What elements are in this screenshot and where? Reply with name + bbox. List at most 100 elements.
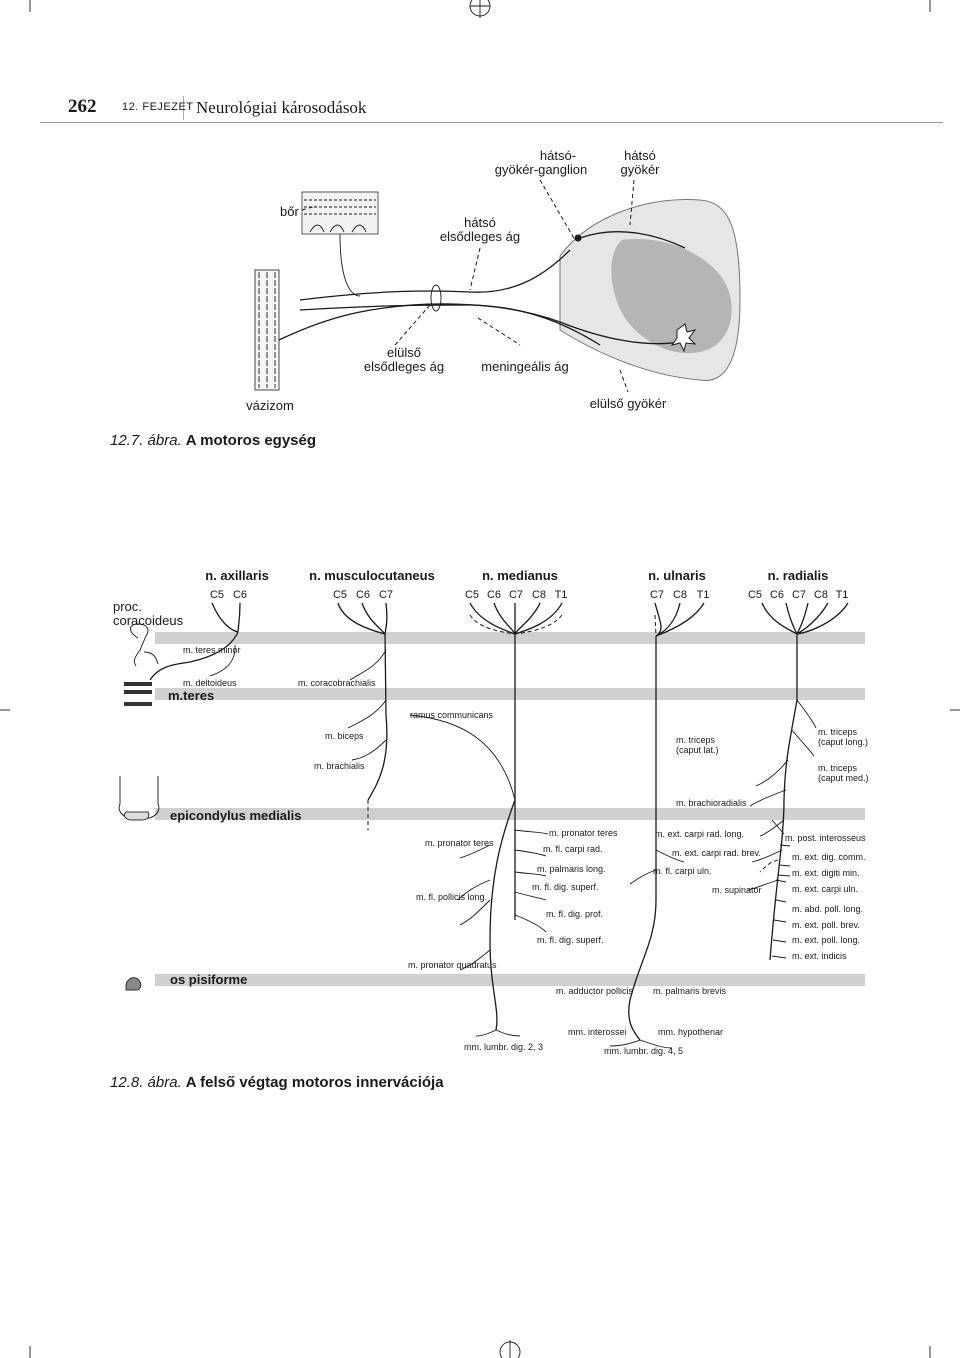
svg-text:m. fl. pollicis long.: m. fl. pollicis long.	[416, 892, 487, 902]
svg-text:m. triceps: m. triceps	[818, 763, 858, 773]
svg-text:mm. hypothenar: mm. hypothenar	[658, 1027, 723, 1037]
label-skin: bőr	[280, 204, 299, 219]
bone-coracoid-1: proc.	[113, 599, 142, 614]
svg-text:C6: C6	[770, 589, 784, 601]
label-dorsal-root-1: hátsó	[624, 148, 656, 163]
svg-text:m. pronator teres: m. pronator teres	[425, 838, 494, 848]
svg-text:C7: C7	[509, 589, 523, 601]
figure-1-title: A motoros egység	[185, 432, 317, 449]
svg-text:mm. interossei: mm. interossei	[568, 1027, 627, 1037]
nerve-axillaris	[149, 602, 241, 681]
chapter-label: 12. FEJEZET	[122, 101, 194, 113]
svg-text:C6: C6	[487, 589, 501, 601]
svg-text:C8: C8	[814, 589, 828, 601]
label-drg-2: gyökér-ganglion	[495, 162, 588, 177]
svg-text:m. ext. carpi rad. long.: m. ext. carpi rad. long.	[655, 829, 744, 839]
svg-text:m. abd. poll. long.: m. abd. poll. long.	[792, 904, 863, 914]
label-meningeal: meningeális ág	[481, 359, 568, 374]
svg-text:m. fl. carpi rad.: m. fl. carpi rad.	[543, 844, 603, 854]
figure-2-title: A felső végtag motoros innervációja	[185, 1074, 444, 1091]
figure-2-caption: 12.8. ábra.A felső végtag motoros innerv…	[110, 1074, 444, 1091]
svg-text:ramus communicans: ramus communicans	[410, 710, 494, 720]
svg-text:m. palmaris long.: m. palmaris long.	[537, 864, 606, 874]
figure1-leaders	[301, 179, 635, 393]
nerve-trunk	[278, 231, 697, 353]
bone-sketches	[118, 623, 160, 991]
nerve-name-axillaris: n. axillaris	[205, 568, 269, 583]
svg-text:C5: C5	[333, 589, 347, 601]
svg-text:m. post. interosseus: m. post. interosseus	[785, 833, 866, 843]
nerve-name-musculocutaneus: n. musculocutaneus	[309, 568, 435, 583]
svg-text:m. ext. carpi uln.: m. ext. carpi uln.	[792, 884, 858, 894]
bone-pisiform: os pisiforme	[170, 972, 247, 987]
label-dorsal-root-2: gyökér	[620, 162, 660, 177]
nerve-name-medianus: n. medianus	[482, 568, 558, 583]
svg-text:C5: C5	[465, 589, 479, 601]
figure-1-caption: 12.7. ábra.A motoros egység	[110, 432, 316, 449]
svg-text:m. biceps: m. biceps	[325, 731, 364, 741]
svg-text:m. fl. carpi uln.: m. fl. carpi uln.	[653, 866, 712, 876]
figure-2-number: 12.8. ábra.	[110, 1074, 182, 1091]
figure-1-number: 12.7. ábra.	[110, 432, 182, 449]
label-ventral-branch-2: elsődleges ág	[364, 359, 444, 374]
svg-text:m. pronator quadratus: m. pronator quadratus	[408, 960, 497, 970]
skin-block	[301, 191, 379, 235]
svg-text:T1: T1	[836, 589, 849, 601]
svg-text:m. triceps: m. triceps	[818, 727, 858, 737]
nerve-musculocutaneus	[337, 602, 388, 830]
svg-text:m. triceps: m. triceps	[676, 735, 716, 745]
svg-text:mm. lumbr. dig. 2, 3: mm. lumbr. dig. 2, 3	[464, 1042, 543, 1052]
chapter-title: Neurológiai károsodások	[196, 98, 367, 117]
svg-text:m. pronator teres: m. pronator teres	[549, 828, 618, 838]
muscle-labels-medianus: m. pronator teres m. fl. pollicis long. …	[408, 828, 618, 1052]
page-number: 262	[68, 96, 97, 117]
bone-epicondyle: epicondylus medialis	[170, 808, 302, 823]
label-ventral-branch-1: elülső	[387, 345, 421, 360]
svg-text:m. ext. digiti min.: m. ext. digiti min.	[792, 868, 860, 878]
svg-text:(caput long.): (caput long.)	[818, 737, 868, 747]
svg-text:m. palmaris brevis: m. palmaris brevis	[653, 986, 727, 996]
svg-text:m. fl. dig. prof.: m. fl. dig. prof.	[546, 909, 603, 919]
svg-text:C8: C8	[532, 589, 546, 601]
svg-text:m. ext. carpi rad. brev.: m. ext. carpi rad. brev.	[672, 848, 761, 858]
svg-text:m. supinator: m. supinator	[712, 885, 762, 895]
svg-text:C5: C5	[210, 589, 224, 601]
nerve-name-radialis: n. radialis	[768, 568, 829, 583]
svg-text:C7: C7	[650, 589, 664, 601]
svg-text:T1: T1	[697, 589, 710, 601]
spinal-cord	[559, 198, 741, 381]
label-drg-1: hátsó-	[540, 148, 576, 163]
svg-text:m. fl. dig. superf.: m. fl. dig. superf.	[532, 882, 599, 892]
band-wrist	[155, 974, 865, 986]
label-ventral-root: elülső gyökér	[590, 396, 667, 411]
svg-text:m. ext. poll. long.: m. ext. poll. long.	[792, 935, 860, 945]
nerve-radialis	[747, 602, 849, 961]
nerve-roots: C5 C6 C5 C6 C7 C5 C6 C7 C8 T1 C7 C8 T1 C…	[210, 589, 848, 601]
svg-text:m. coracobrachialis: m. coracobrachialis	[298, 678, 376, 688]
svg-text:m. deltoideus: m. deltoideus	[183, 678, 237, 688]
header-divider	[183, 96, 184, 120]
svg-text:m. ext. indicis: m. ext. indicis	[792, 951, 847, 961]
svg-text:C5: C5	[748, 589, 762, 601]
muscle-labels-proximal: m. teres minor m. deltoideus m. coracobr…	[183, 645, 494, 771]
muscle-labels-radialis: m. triceps (caput lat.) m. triceps (capu…	[653, 727, 869, 961]
bone-teres: m.teres	[168, 688, 214, 703]
svg-text:m. fl. dig. superf.: m. fl. dig. superf.	[537, 935, 604, 945]
svg-text:C7: C7	[379, 589, 393, 601]
svg-text:m. brachialis: m. brachialis	[314, 761, 365, 771]
svg-text:m. brachioradialis: m. brachioradialis	[676, 798, 747, 808]
skeletal-muscle	[254, 269, 280, 391]
band-shoulder	[155, 632, 865, 644]
label-muscle: vázizom	[246, 398, 294, 413]
svg-text:(caput med.): (caput med.)	[818, 773, 869, 783]
nerve-medianus	[409, 602, 563, 1037]
svg-text:C6: C6	[233, 589, 247, 601]
svg-text:mm. lumbr. dig. 4, 5: mm. lumbr. dig. 4, 5	[604, 1046, 683, 1056]
label-dorsal-branch-1: hátsó	[464, 215, 496, 230]
label-dorsal-branch-2: elsődleges ág	[440, 229, 520, 244]
svg-text:m. teres minor: m. teres minor	[183, 645, 241, 655]
svg-text:m. adductor pollicis: m. adductor pollicis	[556, 986, 634, 996]
header-rule	[40, 122, 943, 123]
